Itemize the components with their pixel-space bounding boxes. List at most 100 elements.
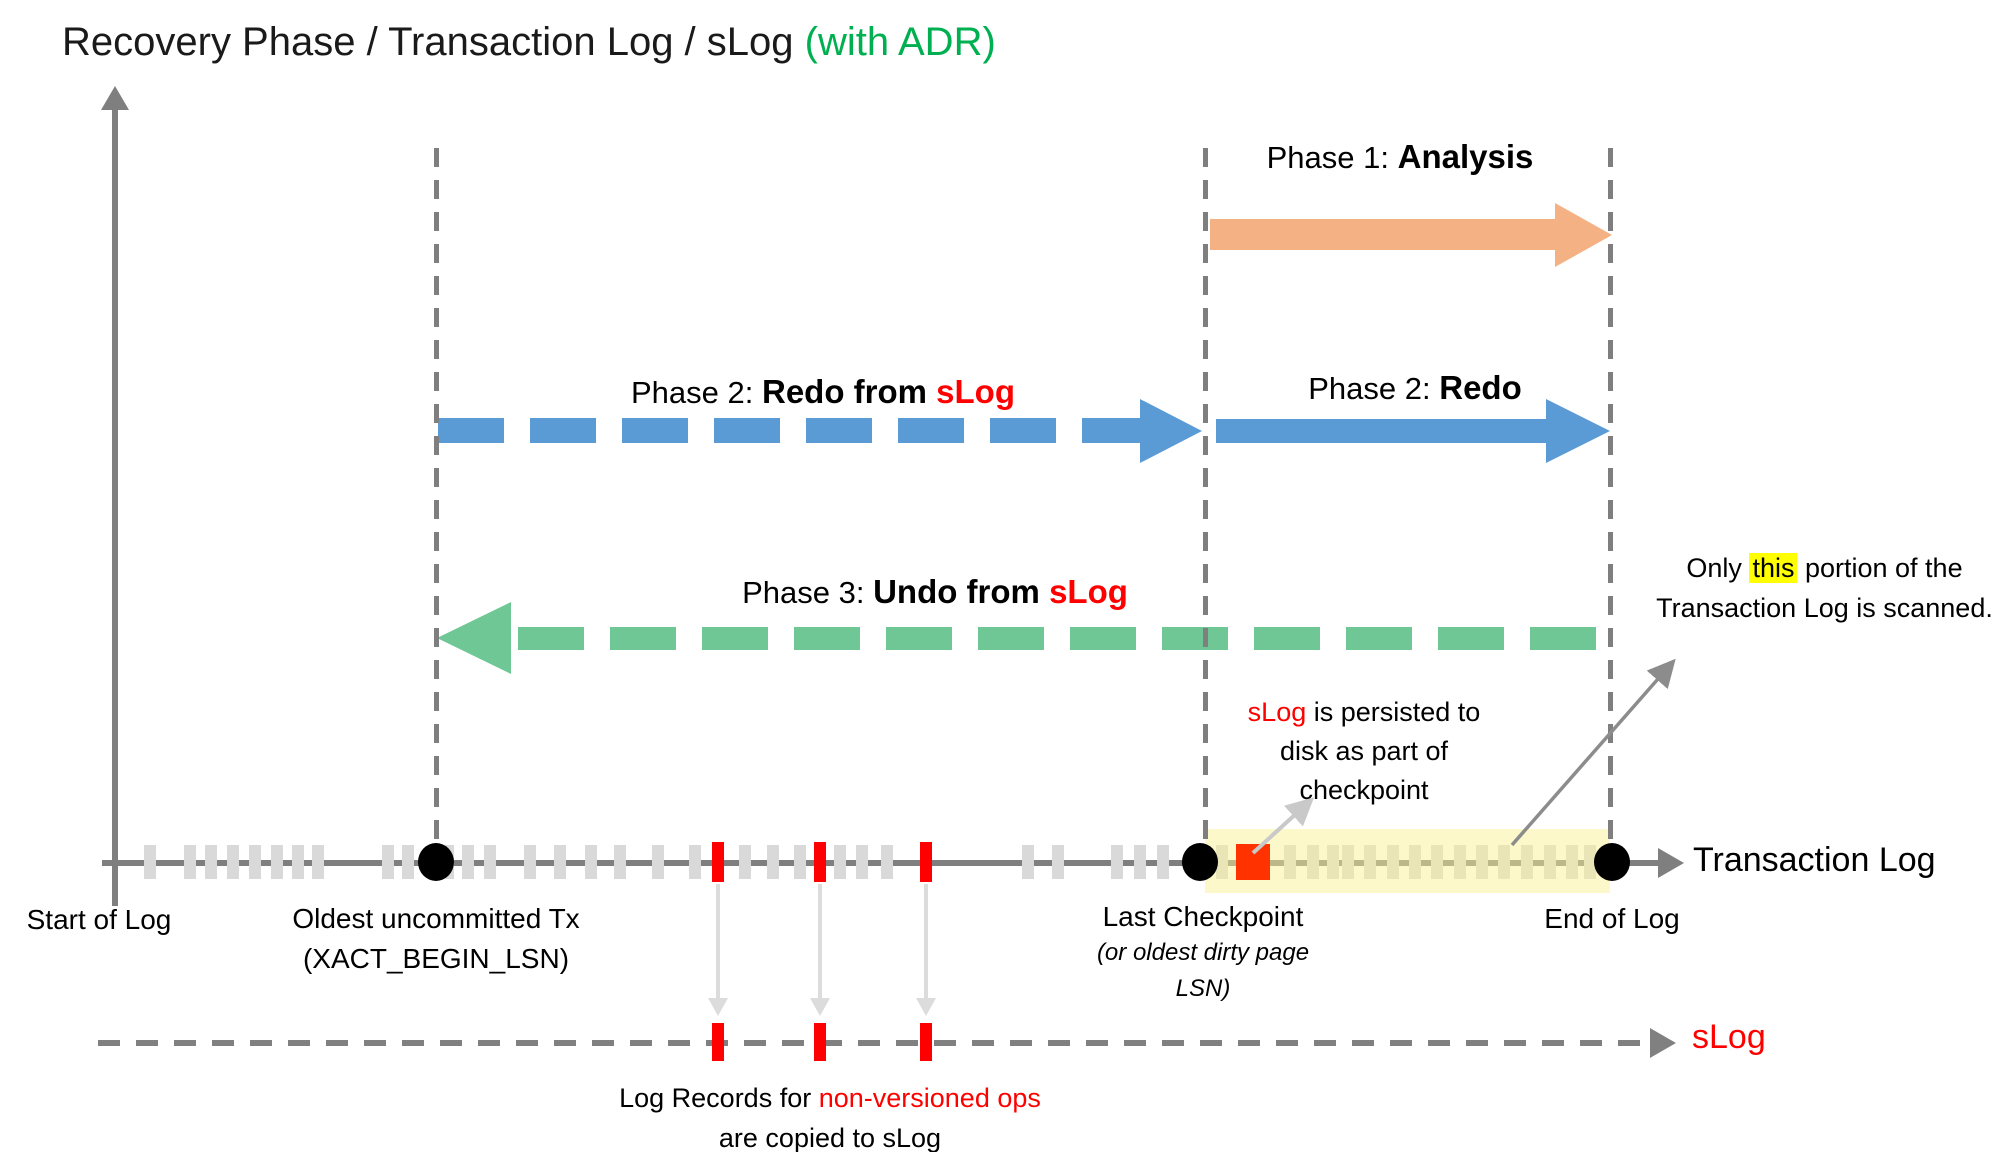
vertical-axis-arrowhead-icon (101, 86, 129, 110)
phase2-redo-arrow (1216, 419, 1548, 443)
persist-note-line2: disk as part of (1279, 736, 1449, 766)
log-record-tick (249, 845, 261, 879)
phase3-undo-from-slog-arrow (518, 627, 1610, 650)
phase2-name: Redo (1439, 369, 1522, 406)
phase2s-slog-word: sLog (936, 373, 1015, 410)
scan-note-post: portion of the (1797, 553, 1963, 583)
phase1-arrowhead-icon (1555, 203, 1612, 267)
transaction-log-arrowhead-icon (1658, 848, 1684, 878)
log-record-tick (767, 845, 779, 879)
phase3-slog-word: sLog (1049, 573, 1128, 610)
log-record-tick (184, 845, 196, 879)
log-record-tick (1134, 845, 1146, 879)
log-record-tick (462, 845, 474, 879)
log-record-tick (794, 845, 806, 879)
log-record-tick (402, 845, 414, 879)
scan-note-arrow-icon (1510, 658, 1676, 847)
scan-note-line1: Only this portion of the (1648, 548, 2001, 588)
phase2s-prefix: Phase 2: (631, 375, 762, 410)
page-title: Recovery Phase / Transaction Log / sLog … (62, 20, 996, 65)
phase3-arrowhead-icon (437, 602, 511, 674)
oldest-label-line2: (XACT_BEGIN_LSN) (302, 943, 570, 974)
phase2-prefix: Phase 2: (1308, 371, 1440, 406)
non-versioned-op-tick (814, 842, 826, 882)
log-record-tick (652, 845, 664, 879)
log-record-tick (585, 845, 597, 879)
scan-note-pre: Only (1686, 553, 1750, 583)
phase3-prefix: Phase 3: (742, 575, 874, 610)
log-record-tick (484, 845, 496, 879)
persist-note-line1-rest: is persisted to (1306, 697, 1481, 727)
phase2-redo-from-slog-label: Phase 2: Redo from sLog (440, 373, 1206, 411)
copy-to-slog-arrowhead-icon (708, 998, 728, 1016)
slog-persist-note: sLog is persisted to disk as part of che… (1228, 693, 1500, 810)
log-record-tick (834, 845, 846, 879)
guide-line-end-of-log (1608, 148, 1613, 850)
copy-to-slog-arrowhead-icon (810, 998, 830, 1016)
slog-record-tick (920, 1023, 932, 1061)
phase2-redo-from-slog-arrowhead-icon (1140, 399, 1202, 463)
checkpoint-label-line2: (or oldest dirty page (1096, 939, 1310, 966)
phase1-label: Phase 1: Analysis (1200, 138, 1600, 176)
log-record-tick (1022, 845, 1034, 879)
phase2-redo-label: Phase 2: Redo (1215, 369, 1615, 407)
slog-record-tick (712, 1023, 724, 1061)
log-record-tick (524, 845, 536, 879)
slog-copy-note: Log Records for non-versioned ops are co… (558, 1078, 1102, 1152)
phase1-prefix: Phase 1: (1266, 140, 1398, 175)
persist-note-line1: sLog is persisted to (1228, 693, 1500, 732)
phase3-label: Phase 3: Undo from sLog (535, 573, 1335, 611)
phase2-redo-from-slog-arrow (438, 418, 1142, 443)
copy-to-slog-arrowhead-icon (916, 998, 936, 1016)
copy-note-line1: Log Records for non-versioned ops (558, 1078, 1102, 1118)
oldest-label-line1: Oldest uncommitted Tx (292, 903, 580, 934)
copy-note-line1-black: Log Records for (619, 1083, 819, 1113)
timeline-marker-dot (1182, 843, 1218, 881)
log-record-tick (271, 845, 283, 879)
vertical-axis-line (112, 106, 118, 906)
scan-note-line2: Transaction Log is scanned. (1656, 593, 1993, 623)
log-record-tick (614, 845, 626, 879)
log-record-tick (1157, 845, 1169, 879)
start-of-log-label: Start of Log (26, 904, 172, 935)
persist-note-slog-word: sLog (1247, 697, 1307, 727)
scan-note-highlighted-word: this (1749, 553, 1798, 583)
log-record-tick (292, 845, 304, 879)
phase2-redo-arrowhead-icon (1546, 399, 1610, 463)
log-record-tick (554, 845, 566, 879)
slog-arrowhead-icon (1650, 1028, 1676, 1058)
slog-axis-dashed-line (98, 1040, 1650, 1046)
log-record-tick (312, 845, 324, 879)
log-record-tick (689, 845, 701, 879)
title-main: Recovery Phase / Transaction Log / sLog (62, 20, 805, 64)
transaction-log-axis-label: Transaction Log (1693, 841, 1936, 879)
log-record-tick (205, 845, 217, 879)
log-record-tick (382, 845, 394, 879)
log-record-tick (739, 845, 751, 879)
phase1-name: Analysis (1397, 138, 1534, 175)
log-record-tick (144, 845, 156, 879)
non-versioned-op-tick (712, 842, 724, 882)
phase1-analysis-arrow (1210, 219, 1557, 250)
guide-line-oldest-uncommitted-tx (434, 148, 439, 850)
checkpoint-slog-persist-marker (1236, 844, 1270, 880)
copy-to-slog-arrow-icon (818, 884, 822, 1000)
phase2s-name: Redo from (761, 373, 937, 410)
checkpoint-label-line1: Last Checkpoint (1102, 901, 1304, 932)
end-of-log-label: End of Log (1544, 903, 1680, 934)
copy-note-line1-red: non-versioned ops (818, 1083, 1041, 1113)
non-versioned-op-tick (920, 842, 932, 882)
log-record-tick (1111, 845, 1123, 879)
slog-axis-label: sLog (1692, 1018, 1766, 1056)
copy-to-slog-arrow-icon (924, 884, 928, 1000)
log-record-tick (1052, 845, 1064, 879)
oldest-uncommitted-tx-label: Oldest uncommitted Tx (XACT_BEGIN_LSN) (246, 899, 626, 979)
persist-note-line3: checkpoint (1299, 775, 1429, 805)
copy-to-slog-arrow-icon (716, 884, 720, 1000)
last-checkpoint-label: Last Checkpoint (or oldest dirty page LS… (1050, 899, 1356, 1007)
guide-line-last-checkpoint (1203, 148, 1208, 850)
scanned-portion-note: Only this portion of the Transaction Log… (1648, 548, 2001, 628)
copy-note-line2: are copied to sLog (718, 1123, 942, 1152)
checkpoint-label-line3: LSN) (1175, 975, 1231, 1002)
